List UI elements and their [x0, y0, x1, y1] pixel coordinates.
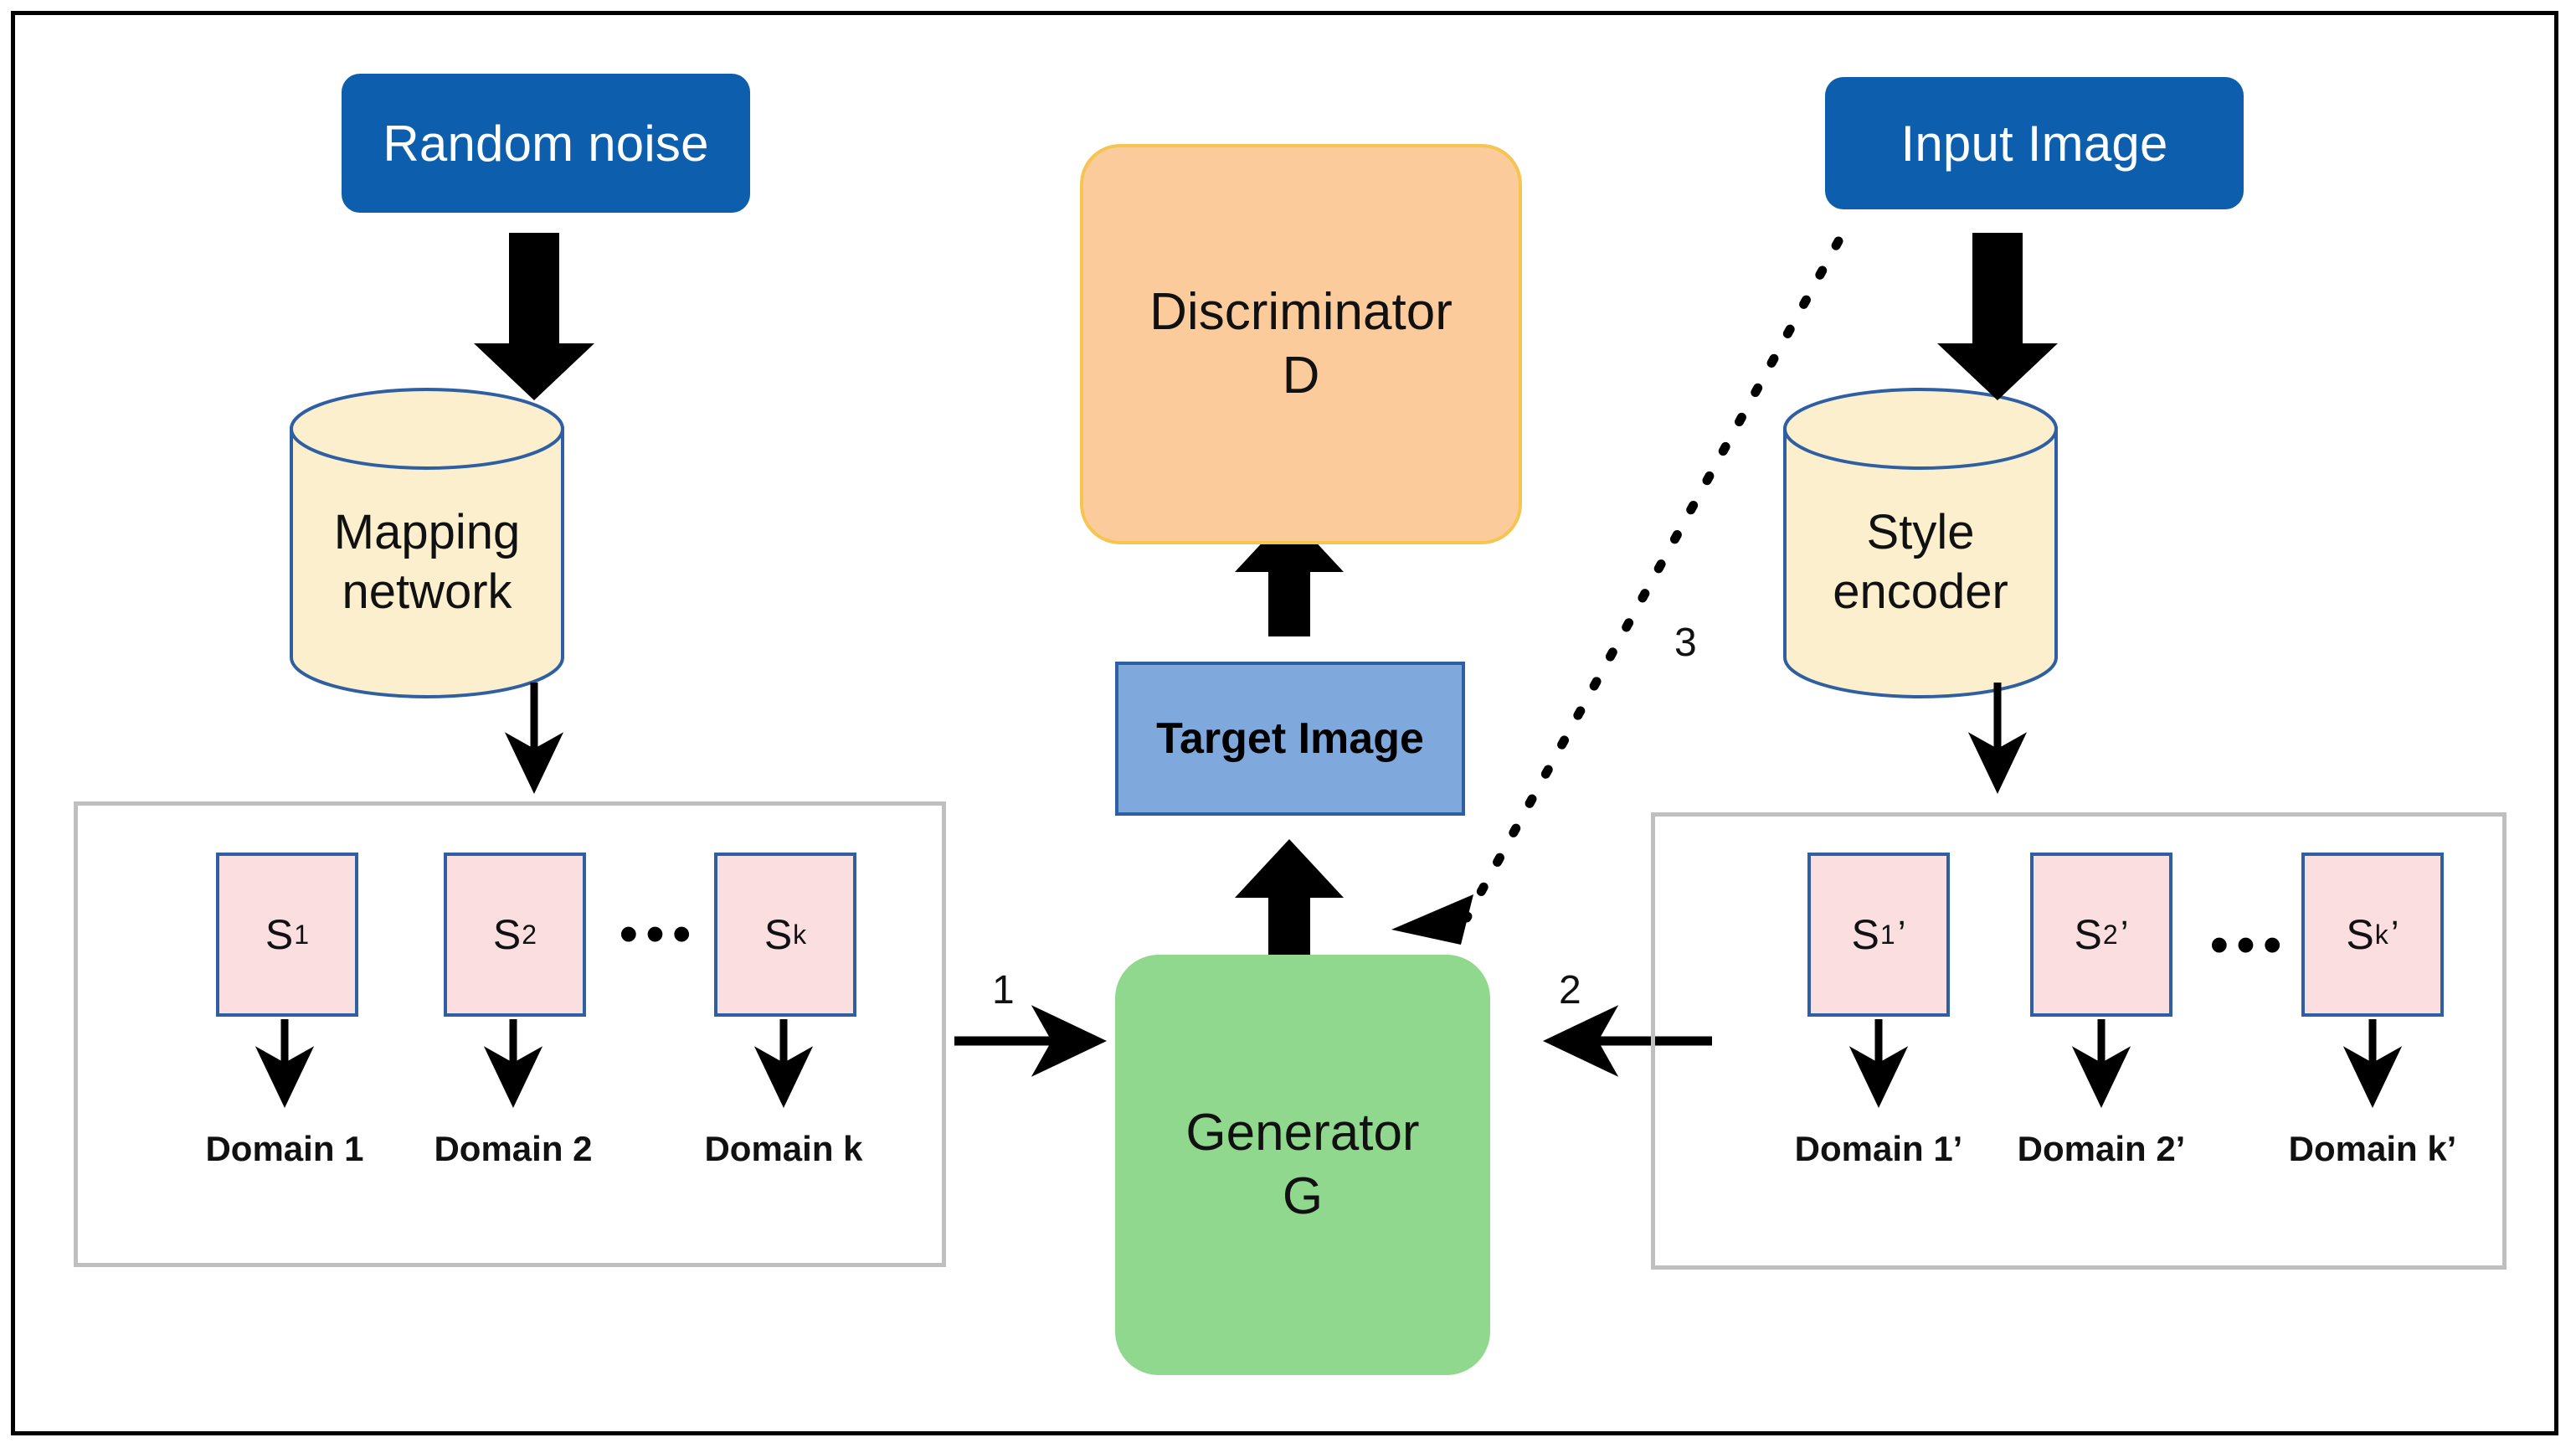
style-code-s1-base: S [265, 911, 294, 958]
domain-label-1: Domain 1 [205, 1129, 364, 1168]
target-image-node[interactable]: Target Image [1115, 662, 1465, 816]
domain-label-2: Domain 2 [434, 1129, 593, 1168]
domain-label-k-prime: Domain k’ [2288, 1129, 2457, 1168]
edge-label-3: 3 [1674, 621, 1697, 665]
style-code-sk-prime-base: S [2346, 911, 2374, 958]
style-code-sk-base: S [764, 911, 793, 958]
mapping-network-node[interactable]: Mapping network [291, 429, 563, 697]
mapping-network-label-line1: Mapping [333, 505, 521, 560]
input-image-label: Input Image [1900, 115, 2168, 172]
style-code-s2-sub: 2 [522, 919, 537, 950]
right-group-ellipsis: ••• [2209, 916, 2291, 974]
generator-node[interactable]: Generator G [1115, 955, 1490, 1375]
discriminator-node[interactable]: Discriminator D [1080, 144, 1522, 544]
left-style-code-group [74, 801, 946, 1267]
style-code-s2-prime-mark: ’ [2120, 914, 2129, 955]
domain-label-1-prime: Domain 1’ [1794, 1129, 1963, 1168]
style-encoder-label-line1: Style [1866, 505, 1975, 560]
style-code-s2-prime-base: S [2074, 911, 2102, 958]
right-style-code-group [1651, 812, 2507, 1270]
style-code-s1-prime-mark: ’ [1897, 914, 1906, 955]
input-image-node[interactable]: Input Image [1825, 77, 2244, 209]
generator-label-line1: Generator [1185, 1104, 1420, 1162]
mapping-network-label-line2: network [342, 564, 512, 619]
style-encoder-label-line2: encoder [1833, 564, 2008, 619]
domain-label-k: Domain k [704, 1129, 863, 1168]
random-noise-node[interactable]: Random noise [342, 74, 750, 213]
random-noise-label: Random noise [383, 115, 709, 172]
domain-label-2-prime: Domain 2’ [2017, 1129, 2186, 1168]
left-group-ellipsis: ••• [619, 905, 700, 963]
style-code-s1-prime-sub: 1 [1879, 919, 1895, 950]
generator-label-line2: G [1282, 1167, 1324, 1225]
style-code-s1-sub: 1 [294, 919, 310, 950]
style-code-sk-prime-sub: k [2374, 919, 2388, 950]
style-code-sk-prime-mark: ’ [2390, 914, 2399, 955]
discriminator-label-line1: Discriminator [1149, 283, 1453, 342]
style-encoder-node[interactable]: Style encoder [1785, 429, 2056, 697]
edge-label-2: 2 [1559, 968, 1581, 1012]
target-image-label: Target Image [1156, 714, 1424, 763]
discriminator-label-line2: D [1282, 347, 1320, 404]
style-code-s1-prime-base: S [1851, 911, 1879, 958]
edge-label-1: 1 [992, 968, 1015, 1012]
style-code-s2-prime-sub: 2 [2102, 919, 2118, 950]
style-code-s2-base: S [492, 911, 522, 958]
style-code-sk-sub: k [793, 919, 807, 950]
outer-frame-border [11, 11, 2558, 1435]
